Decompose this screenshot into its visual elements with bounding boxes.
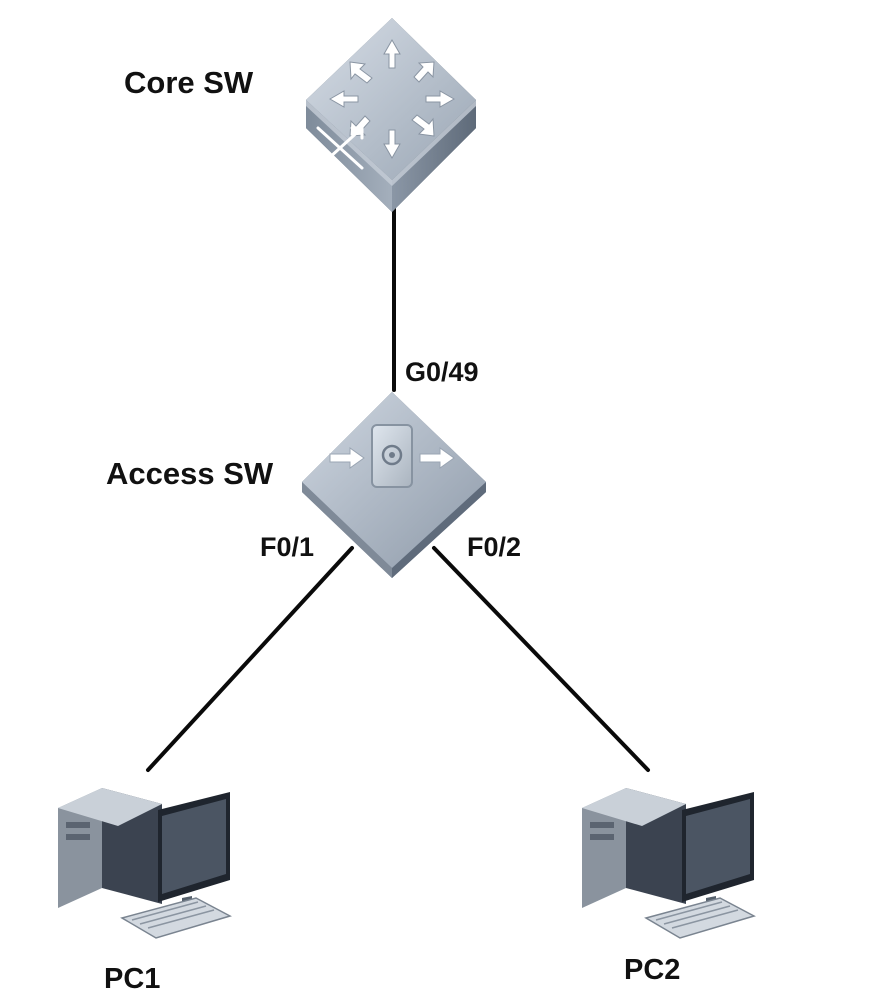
core-switch-icon — [306, 18, 476, 212]
access-switch-icon — [302, 392, 486, 578]
core-switch-side-arrows — [316, 126, 364, 170]
pc1-icon — [58, 788, 232, 939]
core-switch-label: Core SW — [124, 65, 254, 100]
pc2-icon — [582, 788, 756, 939]
port-label-f0-1: F0/1 — [260, 532, 314, 562]
access-switch-label: Access SW — [106, 456, 274, 491]
pc1-label: PC1 — [104, 963, 160, 995]
pc2-label: PC2 — [624, 954, 680, 986]
link-access-to-pc1 — [146, 546, 354, 772]
port-label-f0-2: F0/2 — [467, 532, 521, 562]
core-switch-arrows — [328, 38, 456, 160]
link-access-to-pc2 — [432, 546, 650, 772]
port-label-g0-49: G0/49 — [405, 357, 479, 387]
